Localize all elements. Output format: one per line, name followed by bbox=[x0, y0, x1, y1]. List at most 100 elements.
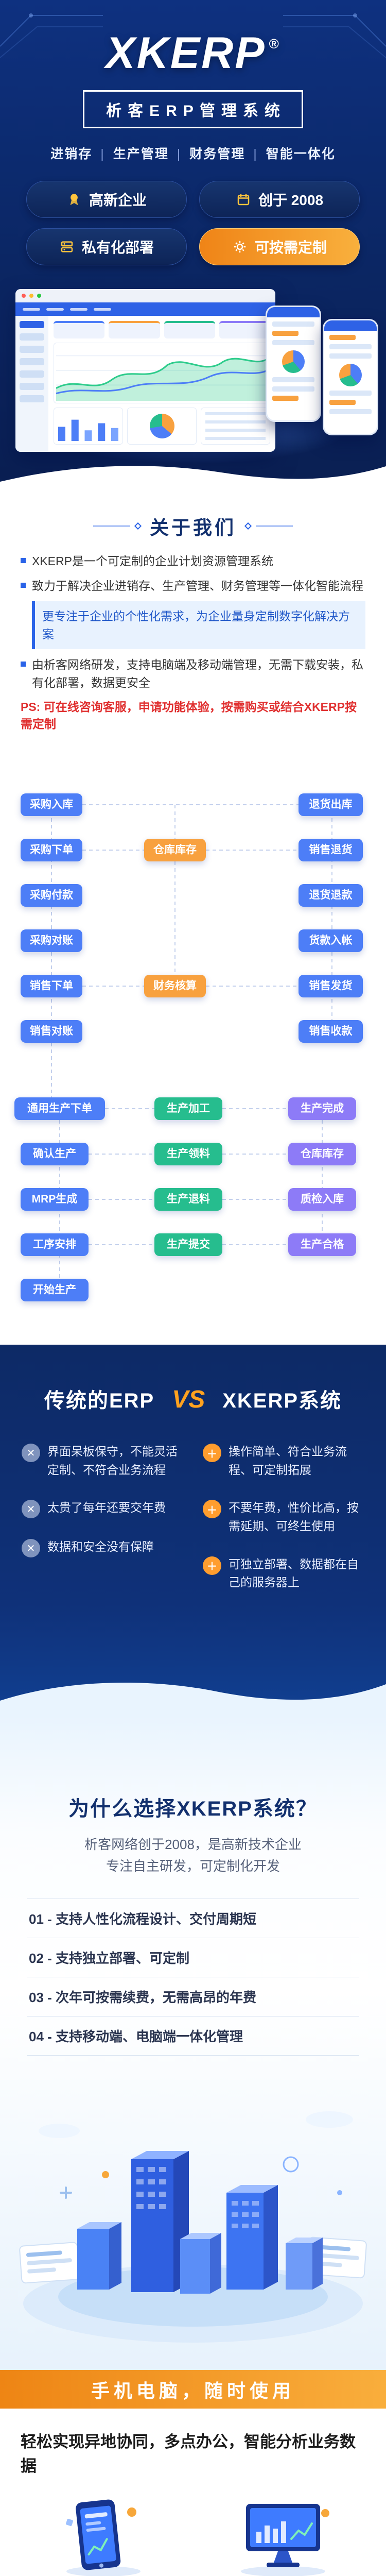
why-choose-section: 为什么选择XKERP系统？ 析客网络创于2008，是高新技术企业 专注自主研发，… bbox=[0, 1716, 386, 2370]
building bbox=[180, 2233, 221, 2294]
vs-right-title: XKERP系统 bbox=[222, 1389, 342, 1412]
registered-mark: ® bbox=[269, 36, 280, 52]
vs-pro-item: ＋ 不要年费，性价比高，按需延期、可终生使用 bbox=[203, 1499, 364, 1535]
flow-node: 采购入库 bbox=[21, 793, 82, 816]
ps-note: PS: 可在线咨询客服，申请功能体验，按需购买或结合XKERP按需定制 bbox=[21, 700, 357, 731]
cross-icon: ✕ bbox=[22, 1500, 40, 1519]
badge-founded: 创于 2008 bbox=[199, 181, 360, 218]
flow-node: 工序安排 bbox=[21, 1233, 89, 1256]
vs-con-text: 数据和安全没有保障 bbox=[47, 1540, 154, 1554]
about-title-row: 关于我们 bbox=[21, 512, 365, 540]
why-item: 03 - 次年可按需续费，无需高昂的年费 bbox=[27, 1977, 359, 2017]
why-item: 01 - 支持人性化流程设计、交付周期短 bbox=[27, 1899, 359, 1939]
badge-label: 私有化部署 bbox=[81, 240, 154, 256]
flow-node: 退货出库 bbox=[299, 793, 363, 816]
flow-node: 生产提交 bbox=[154, 1233, 222, 1256]
why-item: 02 - 支持独立部署、可定制 bbox=[27, 1938, 359, 1978]
mobile-client-card: 手机客户端 业务员手机随时随地开单、轻松管理客户，销售分析一手掌握 bbox=[21, 2493, 186, 2576]
xkerp-column: ＋ 操作简单、符合业务流程、可定制拓展 ＋ 不要年费，性价比高，按需延期、可终生… bbox=[203, 1443, 364, 1612]
flow-node: 财务核算 bbox=[144, 975, 206, 997]
flow-node: 销售退货 bbox=[299, 839, 363, 861]
bullet-icon bbox=[21, 558, 26, 563]
tagline-item: 生产管理 bbox=[113, 147, 190, 161]
vs-con-item: ✕ 数据和安全没有保障 bbox=[22, 1538, 183, 1558]
maximize-dot-icon bbox=[37, 294, 41, 298]
plus-icon: ＋ bbox=[203, 1556, 221, 1575]
about-point-text: 由析客网络研发，支持电脑端及移动端管理，无需下载安装，私有化部署，数据更安全 bbox=[32, 658, 363, 689]
logo: XKERP® bbox=[0, 0, 386, 79]
window-titlebar bbox=[15, 289, 275, 302]
tagline: 进销存生产管理财务管理智能一体化 bbox=[0, 144, 386, 162]
traditional-erp-column: ✕ 界面呆板保守，不能灵活定制、不符合业务流程 ✕ 太贵了每年还要交年费 ✕ 数… bbox=[22, 1443, 183, 1612]
flow-node: 采购下单 bbox=[21, 839, 82, 861]
app-navbar bbox=[15, 302, 275, 316]
vs-con-text: 太贵了每年还要交年费 bbox=[47, 1501, 166, 1515]
building bbox=[226, 2185, 278, 2290]
flow-node: 采购对账 bbox=[21, 929, 82, 952]
cross-icon: ✕ bbox=[22, 1539, 40, 1558]
flow-node: 仓库库存 bbox=[144, 839, 206, 861]
product-screenshots bbox=[0, 287, 386, 464]
badge-hitech: 高新企业 bbox=[26, 181, 187, 218]
monitor-illustration-icon bbox=[240, 2504, 329, 2576]
banner-section: 手机电脑，随时使用 bbox=[0, 2370, 386, 2409]
plus-icon: ＋ bbox=[203, 1500, 221, 1519]
comparison-section: 传统的ERP VS XKERP系统 ✕ 界面呆板保守，不能灵活定制、不符合业务流… bbox=[0, 1345, 386, 1716]
circuit-decoration-icon bbox=[0, 13, 103, 58]
wave-divider bbox=[0, 466, 386, 489]
diamond-icon bbox=[244, 522, 252, 530]
flow-node: 销售发货 bbox=[299, 975, 363, 997]
flow-node: 销售收款 bbox=[299, 1020, 363, 1043]
why-item: 04 - 支持移动端、电脑端一体化管理 bbox=[27, 2016, 359, 2056]
medal-icon bbox=[70, 194, 78, 206]
close-dot-icon bbox=[22, 294, 26, 298]
badge-label: 高新企业 bbox=[89, 192, 147, 208]
building bbox=[131, 2151, 189, 2293]
phone-illustration-icon bbox=[65, 2499, 141, 2576]
pie-chart-icon bbox=[339, 364, 362, 386]
bar-widget bbox=[54, 408, 123, 445]
desktop-dashboard-screenshot bbox=[15, 289, 275, 452]
flow-node: 销售下单 bbox=[21, 975, 82, 997]
about-point-text: 致力于解决企业进销存、生产管理、财务管理等一体化智能流程 bbox=[32, 579, 363, 592]
why-description: 析客网络创于2008，是高新技术企业 专注自主研发，可定制化开发 bbox=[0, 1834, 386, 1877]
flow-node: 生产加工 bbox=[154, 1097, 222, 1120]
why-desc-line: 专注自主研发，可定制化开发 bbox=[106, 1858, 280, 1874]
vs-pro-text: 不要年费，性价比高，按需延期、可终生使用 bbox=[229, 1501, 359, 1533]
tagline-item: 进销存 bbox=[50, 147, 113, 161]
bullet-icon bbox=[21, 582, 26, 588]
bottom-headline: 轻松实现异地协同，多点办公，智能分析业务数据 bbox=[21, 2433, 356, 2475]
logo-text: XKERP bbox=[106, 28, 266, 78]
flow-node: 生产完成 bbox=[288, 1097, 356, 1120]
comparison-title: 传统的ERP VS XKERP系统 bbox=[0, 1345, 386, 1414]
badge-private-deploy: 私有化部署 bbox=[26, 228, 187, 265]
flow-node: 生产合格 bbox=[288, 1233, 356, 1256]
customize-icon bbox=[234, 241, 246, 253]
flow-node: 销售对账 bbox=[21, 1020, 82, 1043]
bullet-icon bbox=[21, 662, 26, 667]
list-widget bbox=[201, 408, 270, 445]
erp-flowchart-section: 采购入库 采购下单 采购付款 采购对账 销售下单 销售对账 仓库库存 财务核算 … bbox=[0, 768, 386, 1345]
vs-con-item: ✕ 太贵了每年还要交年费 bbox=[22, 1499, 183, 1519]
vs-pro-text: 操作简单、符合业务流程、可定制拓展 bbox=[229, 1445, 347, 1477]
vs-mark: VS bbox=[172, 1386, 205, 1413]
building bbox=[77, 2222, 121, 2290]
flow-node: 生产领料 bbox=[154, 1143, 222, 1165]
vs-pro-item: ＋ 操作简单、符合业务流程、可定制拓展 bbox=[203, 1443, 364, 1479]
flow-node: 生产退料 bbox=[154, 1188, 222, 1211]
clients-section: 轻松实现异地协同，多点办公，智能分析业务数据 bbox=[0, 2409, 386, 2576]
about-section: 关于我们 XKERP是一个可定制的企业计划资源管理系统 致力于解决企业进销存、生… bbox=[0, 489, 386, 768]
circuit-decoration-icon bbox=[283, 13, 386, 58]
vs-con-text: 界面呆板保守，不能灵活定制、不符合业务流程 bbox=[47, 1445, 178, 1477]
calendar-icon bbox=[237, 194, 250, 206]
flow-node: 采购付款 bbox=[21, 884, 82, 907]
flow-node: 质检入库 bbox=[288, 1188, 356, 1211]
diamond-icon bbox=[134, 522, 142, 530]
mobile-screenshot bbox=[266, 306, 321, 422]
about-title: 关于我们 bbox=[150, 517, 236, 538]
about-point-text: XKERP是一个可定制的企业计划资源管理系统 bbox=[32, 554, 273, 568]
banner-text: 手机电脑，随时使用 bbox=[91, 2380, 295, 2401]
app-sidebar bbox=[15, 316, 48, 452]
plus-icon: ＋ bbox=[203, 1444, 221, 1462]
